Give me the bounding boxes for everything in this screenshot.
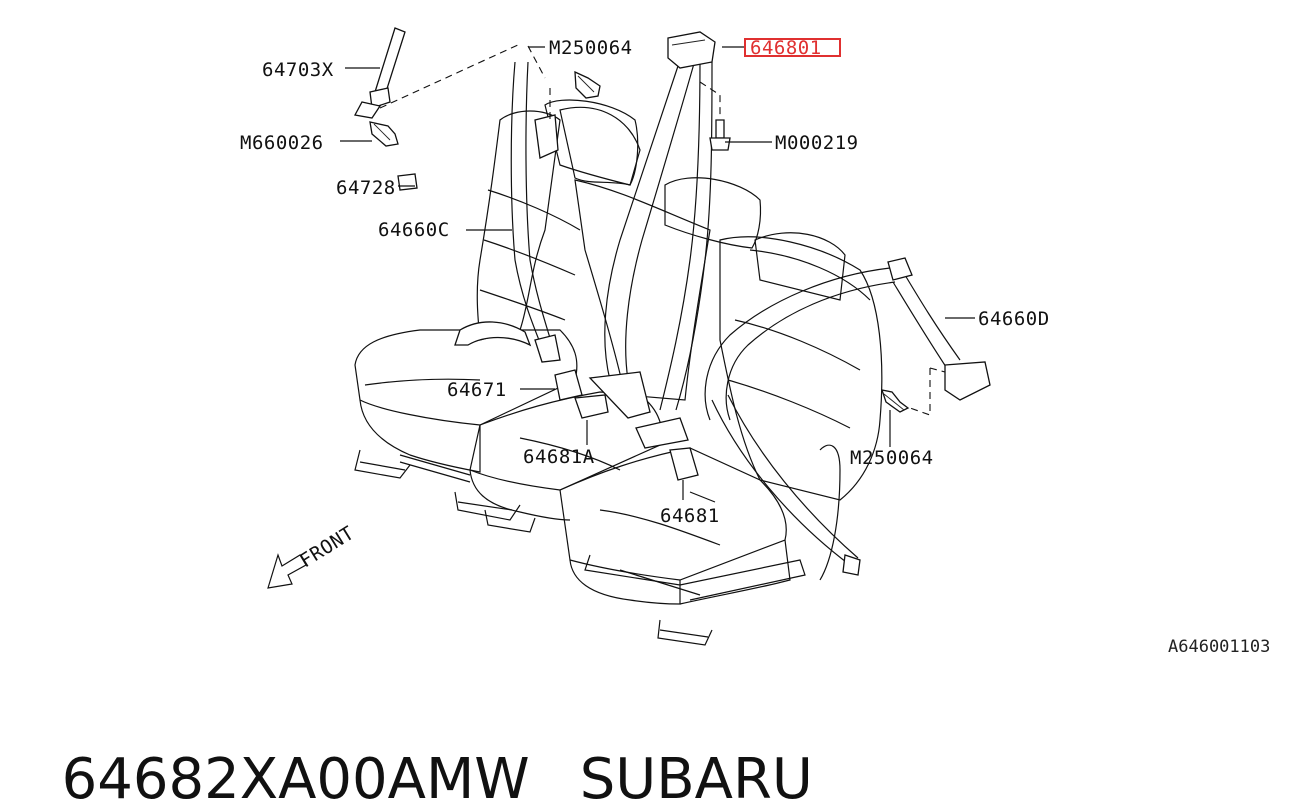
label-M000219: M000219 — [775, 132, 859, 154]
brand-name: SUBARU — [579, 747, 813, 812]
small-parts — [354, 27, 910, 481]
rear-seat-illustration — [354, 99, 883, 646]
label-64681: 64681 — [660, 505, 720, 527]
label-M250064-top: M250064 — [549, 37, 633, 59]
label-M250064-right: M250064 — [850, 447, 934, 469]
highlight-box — [744, 38, 841, 57]
label-646801: 646801 — [750, 37, 822, 59]
label-64681A: 64681A — [523, 446, 595, 468]
leader-lines — [340, 46, 975, 503]
label-64660C: 64660C — [378, 219, 450, 241]
label-64671: 64671 — [447, 379, 507, 401]
part-number: 64682XA00AMW — [61, 747, 530, 812]
label-64728: 64728 — [336, 177, 396, 199]
diagram-reference-code: A646001103 — [1168, 637, 1270, 657]
seat-belt-webbing — [454, 59, 991, 576]
front-direction-indicator: FRONT — [267, 522, 358, 589]
front-arrow-icon — [267, 553, 307, 589]
seat-belt-parts-diagram: 64703X M660026 64728 64660C M250064 6468… — [240, 27, 1270, 657]
part-caption: 64682XA00AMW SUBARU — [26, 684, 813, 812]
dashed-guides — [379, 43, 946, 416]
label-64703X: 64703X — [262, 59, 334, 81]
front-label: FRONT — [296, 522, 358, 572]
label-64660D: 64660D — [978, 308, 1050, 330]
callout-labels: 64703X M660026 64728 64660C M250064 6468… — [240, 37, 1050, 527]
label-M660026: M660026 — [240, 132, 324, 154]
